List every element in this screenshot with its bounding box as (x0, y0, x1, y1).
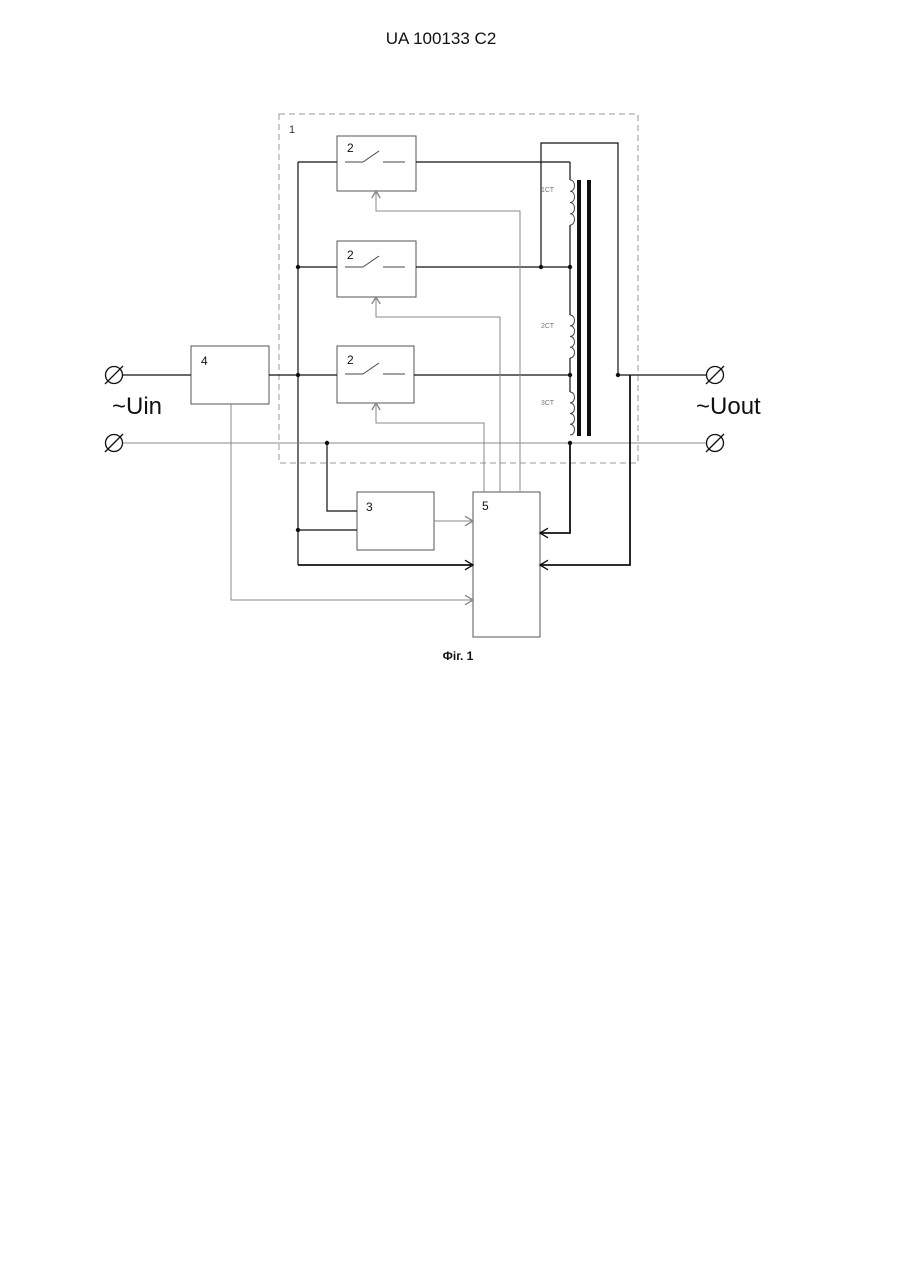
switch-bottom-contact-blade (363, 363, 379, 374)
coil-2 (570, 315, 575, 358)
wiring (105, 114, 724, 637)
bus-junction-3 (296, 528, 300, 532)
switch-top-label: 2 (347, 141, 354, 155)
figure-caption: Фіг. 1 (443, 649, 474, 663)
block-5-box (473, 492, 540, 637)
block-5-label: 5 (482, 499, 489, 513)
coil-feedback (540, 443, 570, 533)
bus-junction-2 (296, 373, 300, 377)
control-switch-bottom (376, 403, 484, 492)
coil-1-label: 1СТ (541, 187, 555, 194)
enclosure-frame (279, 114, 638, 463)
coil-3-label: 3СТ (541, 400, 555, 407)
switch-top-contact-blade (363, 151, 379, 162)
output-line (541, 143, 706, 375)
block-3-label: 3 (366, 500, 373, 514)
neutral-to-block-3 (327, 443, 357, 511)
switch-bottom-label: 2 (347, 353, 354, 367)
block-4-to-5 (231, 404, 473, 600)
switch-middle-label: 2 (347, 248, 354, 262)
output-voltage-label: ~Uout (696, 393, 761, 420)
switch-middle-contact-blade (363, 256, 379, 267)
coil-2-label: 2СТ (541, 323, 555, 330)
input-voltage-label: ~Uin (112, 393, 162, 420)
coil-3 (570, 392, 575, 435)
block-4-label: 4 (201, 354, 208, 368)
output-junction (616, 373, 620, 377)
document-number: UA 100133 C2 (386, 29, 497, 48)
bus-junction-1 (296, 265, 300, 269)
control-switch-top (376, 191, 520, 492)
coil-1 (570, 180, 575, 225)
frame-label: 1 (289, 124, 295, 136)
